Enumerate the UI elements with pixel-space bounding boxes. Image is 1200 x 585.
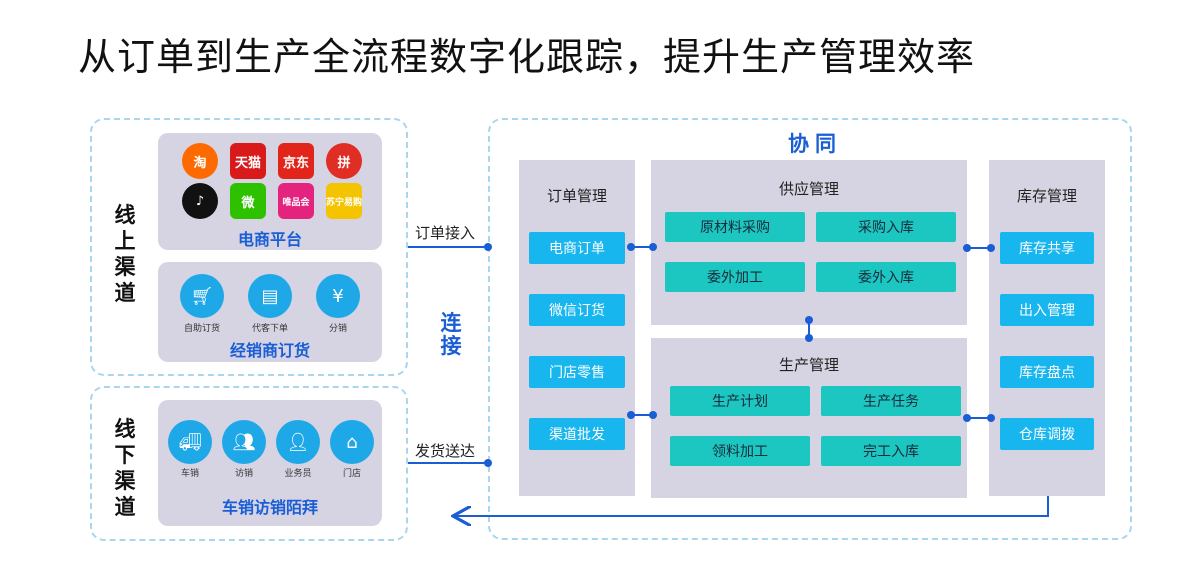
offline-item-label: 业务员 — [284, 469, 312, 479]
offline-title: 车销访销陌拜 — [221, 498, 318, 517]
ecommerce-title: 电商平台 — [237, 230, 302, 249]
offline-item-label: 车销 — [180, 469, 199, 479]
inventory-item-button[interactable]: 出入管理 — [1000, 294, 1094, 326]
online-label-text: 线上渠道 — [114, 203, 136, 305]
delivery-label: 发货送达 — [415, 442, 476, 460]
supply-production-dot-a — [805, 316, 813, 324]
order-item-button[interactable]: 渠道批发 — [529, 418, 625, 450]
inventory-item-button[interactable]: 库存共享 — [1000, 232, 1094, 264]
production-item-button[interactable]: 完工入库 — [821, 436, 961, 466]
production-item-button[interactable]: 生产计划 — [670, 386, 810, 416]
order-item-button[interactable]: 门店零售 — [529, 356, 625, 388]
production-item-button[interactable]: 领料加工 — [670, 436, 810, 466]
collab-box — [488, 118, 1132, 540]
supply-inventory-dot-b — [987, 244, 995, 252]
return-arrow — [455, 496, 1049, 516]
offline-channel-label: 线下渠道 — [112, 416, 138, 520]
app-icon-6: 唯品会 — [278, 183, 314, 219]
order-item-button[interactable]: 微信订货 — [529, 294, 625, 326]
order-production-dot-b — [649, 411, 657, 419]
page-title: 从订单到生产全流程数字化跟踪，提升生产管理效率 — [78, 35, 976, 79]
app-icon-3: 拼 — [326, 143, 362, 179]
offline-icon-2: 👤︎ — [276, 420, 320, 464]
supply-item-button[interactable]: 委外入库 — [816, 262, 956, 292]
app-icon-5: 微 — [230, 183, 266, 219]
order-intake-dot — [484, 243, 492, 251]
offline-icon-0: 🚚︎ — [168, 420, 212, 464]
app-icon-2: 京东 — [278, 143, 314, 179]
offline-channel-box — [90, 386, 408, 541]
dealer-item-label: 分销 — [328, 324, 347, 334]
production-item-button[interactable]: 生产任务 — [821, 386, 961, 416]
offline-label-text: 线下渠道 — [114, 417, 136, 519]
order-intake-label: 订单接入 — [415, 224, 476, 242]
dealer-icon-2: ¥ — [316, 274, 360, 318]
supply-production-dot-b — [805, 334, 813, 342]
connect-text: 连接 — [440, 311, 462, 358]
supply-inventory-dot-a — [963, 244, 971, 252]
order-item-button[interactable]: 电商订单 — [529, 232, 625, 264]
supply-item-button[interactable]: 委外加工 — [665, 262, 805, 292]
order-mgmt-title: 订单管理 — [546, 187, 607, 205]
app-icon-7: 苏宁易购 — [326, 183, 362, 219]
connect-label: 连接 — [437, 312, 465, 358]
offline-icon-3: ⌂ — [330, 420, 374, 464]
supply-mgmt-panel — [651, 160, 967, 325]
collab-title: 协同 — [788, 132, 842, 156]
dealer-item-label: 代客下单 — [251, 324, 288, 334]
inventory-mgmt-title: 库存管理 — [1016, 187, 1077, 205]
app-icon-1: 天猫 — [230, 143, 266, 179]
dealer-title: 经销商订货 — [229, 341, 310, 360]
supply-item-button[interactable]: 原材料采购 — [665, 212, 805, 242]
app-icon-0: 淘 — [182, 143, 218, 179]
offline-item-label: 访销 — [234, 469, 253, 479]
production-mgmt-title: 生产管理 — [778, 356, 839, 374]
inventory-item-button[interactable]: 仓库调拨 — [1000, 418, 1094, 450]
order-supply-dot-a — [627, 243, 635, 251]
online-channel-box — [90, 118, 408, 376]
offline-icon-1: 👥︎ — [222, 420, 266, 464]
app-icon-4: ♪ — [182, 183, 218, 219]
delivery-dot — [484, 459, 492, 467]
dealer-icon-0: 🛒︎ — [180, 274, 224, 318]
dealer-icon-1: ▤ — [248, 274, 292, 318]
order-supply-dot-b — [649, 243, 657, 251]
online-channel-label: 线上渠道 — [112, 202, 138, 306]
order-production-dot-a — [627, 411, 635, 419]
production-inventory-dot-a — [963, 414, 971, 422]
inventory-item-button[interactable]: 库存盘点 — [1000, 356, 1094, 388]
dealer-item-label: 自助订货 — [183, 324, 220, 334]
production-mgmt-panel — [651, 338, 967, 498]
offline-item-label: 门店 — [342, 469, 361, 479]
supply-mgmt-title: 供应管理 — [778, 180, 839, 198]
supply-item-button[interactable]: 采购入库 — [816, 212, 956, 242]
production-inventory-dot-b — [987, 414, 995, 422]
